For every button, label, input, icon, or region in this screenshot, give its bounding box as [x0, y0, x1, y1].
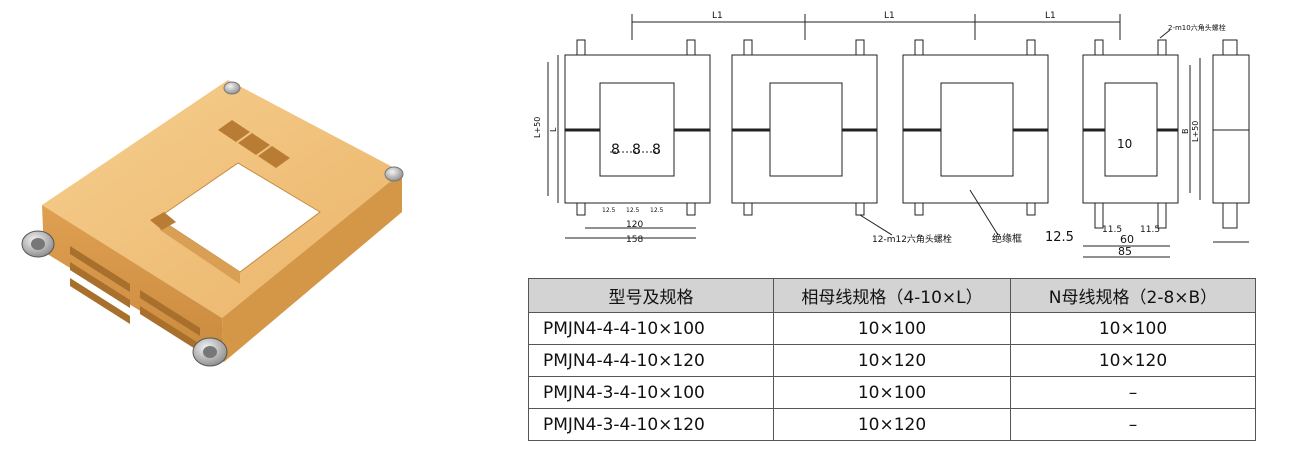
label-frame: 绝缘框: [992, 232, 1022, 245]
slots: [150, 120, 290, 230]
cell-model: PMJN4-4-4-10×100: [528, 312, 774, 345]
unit-3: [902, 39, 1049, 216]
table-row: PMJN4-4-4-10×120 10×120 10×120: [528, 344, 1256, 377]
cell-phase: 10×100: [773, 376, 1011, 409]
insulator-frame: [42, 80, 402, 362]
cell-model: PMJN4-4-4-10×120: [528, 344, 774, 377]
dim-158: 158: [626, 235, 643, 245]
cell-phase: 10×120: [773, 408, 1011, 441]
label-bolts-2: 2-m10六角头螺栓: [1168, 23, 1226, 32]
unit-2: [731, 39, 878, 216]
side-view: [1212, 39, 1250, 243]
dim-gap-1: 12.5: [602, 207, 616, 214]
spec-table: 型号及规格 相母线规格（4-10×L） N母线规格（2-8×B） PMJN4-4…: [528, 278, 1256, 441]
dim-gap-2: 12.5: [626, 207, 640, 214]
dim-right-l50: L+50: [1191, 121, 1200, 142]
dim-120: 120: [626, 220, 643, 230]
cell-phase: 10×100: [773, 312, 1011, 345]
dim-115-left: 11.5: [1102, 225, 1122, 235]
side-grooves: [70, 246, 200, 352]
dim-l1-3: L1: [1045, 11, 1056, 21]
dim-b: B: [1181, 129, 1190, 135]
bolt-back-left: [223, 81, 241, 95]
table-row: PMJN4-3-4-10×100 10×100 –: [528, 376, 1256, 409]
unit-1: [547, 39, 711, 239]
header-n-busbar: N母线规格（2-8×B）: [1010, 278, 1256, 313]
cell-n: 10×120: [1010, 344, 1256, 377]
table-header-row: 型号及规格 相母线规格（4-10×L） N母线规格（2-8×B）: [528, 278, 1256, 313]
dim-l1-1: L1: [712, 11, 723, 21]
dim-l1-2: L1: [884, 11, 895, 21]
dim-slot-3: 8: [652, 142, 661, 158]
dim-115-right: 11.5: [1140, 225, 1160, 235]
cell-n: 10×100: [1010, 312, 1256, 345]
bolt-front-right: [192, 337, 228, 367]
dim-12-5: 12.5: [1045, 230, 1074, 245]
cell-model: PMJN4-3-4-10×120: [528, 408, 774, 441]
table-row: PMJN4-4-4-10×100 10×100 10×100: [528, 312, 1256, 345]
dim-85: 85: [1118, 245, 1132, 258]
dim-left-outer: L+50: [533, 117, 542, 138]
dim-slot-2: 8: [632, 142, 641, 158]
cell-n: –: [1010, 376, 1256, 409]
cell-phase: 10×120: [773, 344, 1011, 377]
cell-n: –: [1010, 408, 1256, 441]
unit-4: [1082, 39, 1201, 258]
dim-left-inner: L: [549, 127, 558, 132]
cell-model: PMJN4-3-4-10×100: [528, 376, 774, 409]
bolt-front-left: [21, 230, 55, 258]
dim-slot-1: 8: [611, 142, 620, 158]
bolt-back-right: [384, 166, 404, 182]
dim-center-10: 10: [1117, 137, 1132, 151]
dimension-drawing: L1 L1 L1 L+50 L 8 8 8 12.5 12.5 12.5 120…: [533, 11, 1250, 258]
label-bolts-12: 12-m12六角头螺栓: [872, 233, 952, 245]
header-model: 型号及规格: [528, 278, 774, 313]
dim-gap-3: 12.5: [650, 207, 664, 214]
product-photo: [21, 80, 404, 367]
dim-60: 60: [1120, 233, 1134, 246]
table-row: PMJN4-3-4-10×120 10×120 –: [528, 408, 1256, 441]
header-phase-busbar: 相母线规格（4-10×L）: [773, 278, 1011, 313]
